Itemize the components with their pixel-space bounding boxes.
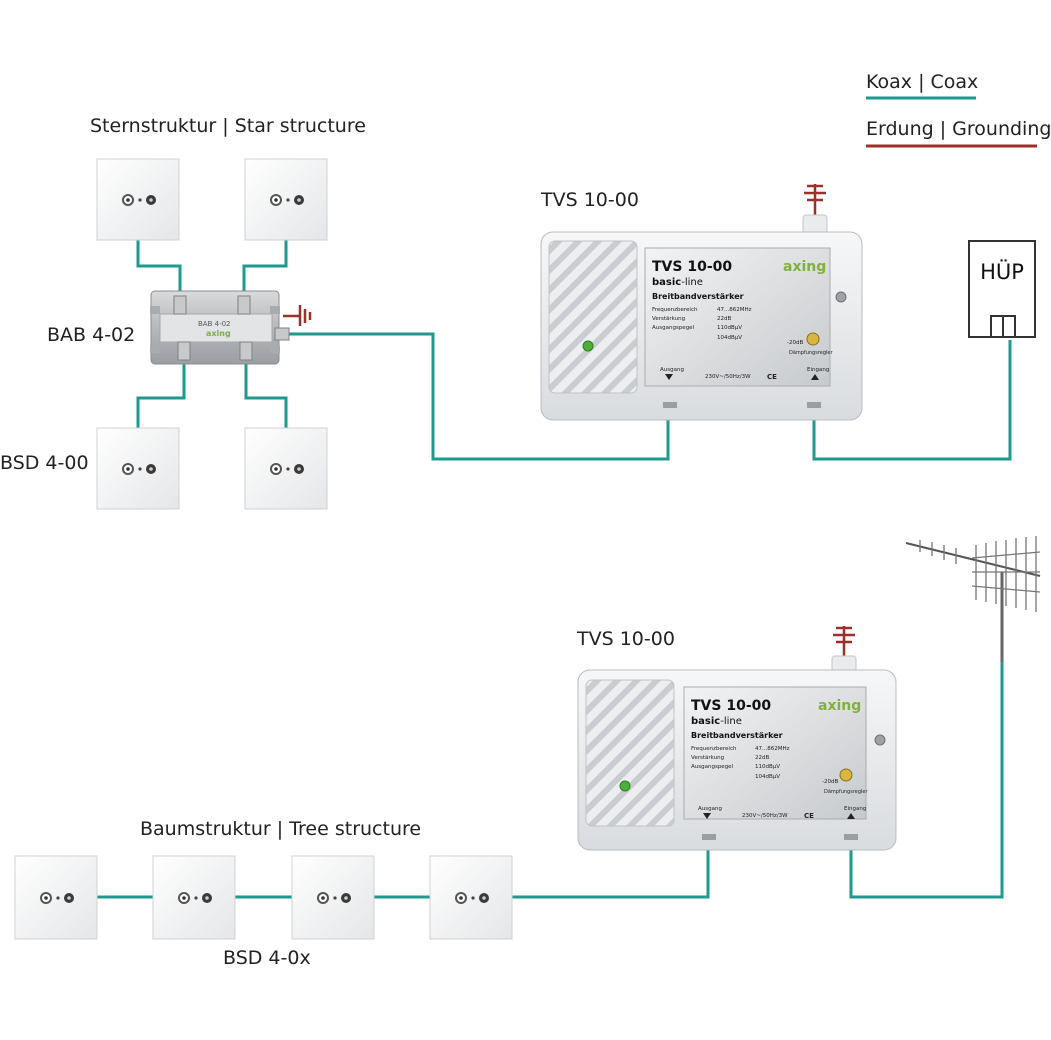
amp-attenuation: -20dB	[822, 779, 838, 785]
amp-output-label: Ausgang	[698, 806, 722, 812]
amp-spec-table: Frequenzbereich 47...862MHz Verstärkung …	[652, 307, 752, 341]
star-socket-label: BSD 4-00	[0, 452, 89, 474]
amp-bottom-label: TVS 10-00	[577, 628, 675, 650]
amp-model: TVS 10-00	[652, 259, 732, 275]
coax-star-bl	[136, 354, 186, 428]
coax-cables	[97, 240, 1012, 899]
amp-attenuation: -20dB	[787, 340, 803, 346]
coax-star-br	[244, 354, 288, 428]
tree-socket-label: BSD 4-0x	[223, 947, 311, 969]
power-led	[582, 340, 594, 352]
amp-input-label: Eingang	[807, 367, 829, 373]
coax-star-tr	[242, 240, 288, 300]
amp-model: TVS 10-00	[691, 698, 771, 714]
splitter-type-print: BAB 4-02	[198, 320, 231, 328]
socket-star-top-right	[244, 158, 328, 241]
coax-splitter-to-amp	[287, 332, 670, 461]
spec-name: Ausgangspegel	[652, 325, 695, 331]
spec-value: 110dBµV	[717, 325, 742, 331]
amp-type: Breitbandverstärker	[691, 731, 783, 740]
splitter-port-out2	[237, 295, 251, 315]
amp-power: 230V~/50Hz/3W	[742, 813, 788, 819]
socket-tree-4	[429, 855, 513, 940]
huep-label: HÜP	[980, 259, 1024, 284]
huep-box: HÜP	[968, 240, 1036, 338]
amp-line: basic-line	[691, 716, 742, 727]
ground-symbol-amp-top	[804, 184, 826, 216]
coax-amp-to-antenna	[849, 662, 1004, 899]
socket-star-top-left	[96, 158, 180, 241]
amp-label-panel	[644, 247, 831, 387]
mount-screw	[835, 291, 847, 303]
vent-grille	[548, 240, 638, 394]
spec-name: Ausgangspegel	[691, 764, 734, 770]
amp-attenuation-label: Dämpfungsregler	[789, 350, 833, 356]
amp-brand: axing	[783, 259, 826, 275]
spec-name: Frequenzbereich	[652, 307, 698, 313]
amp-power: 230V~/50Hz/3W	[705, 374, 751, 380]
spec-value: 22dB	[755, 755, 769, 761]
splitter-port-out1	[173, 295, 187, 315]
splitter-bab: BAB 4-02 axing	[150, 290, 290, 365]
coax-amp-to-huep	[812, 340, 1012, 461]
amp-type: Breitbandverstärker	[652, 292, 744, 301]
amp-line: basic-line	[652, 277, 703, 288]
socket-tree-1	[14, 855, 98, 940]
amp-input-label: Eingang	[844, 806, 866, 812]
socket-star-bottom-right	[244, 427, 328, 510]
spec-name: Verstärkung	[691, 755, 724, 761]
tree-structure-title: Baumstruktur | Tree structure	[140, 818, 422, 840]
spec-value: 110dBµV	[755, 764, 780, 770]
coax-star-tl	[136, 240, 182, 300]
spec-value: 47...862MHz	[717, 307, 752, 313]
splitter-port-out3	[177, 341, 191, 361]
spec-value: 104dBµV	[755, 774, 780, 780]
amp-top-label: TVS 10-00	[541, 189, 639, 211]
amp-ce: CE	[767, 373, 777, 381]
amp-ce: CE	[804, 812, 814, 820]
amplifier-top: TVS 10-00 axing basic-line Breitbandvers…	[540, 214, 863, 421]
amp-output-label: Ausgang	[660, 367, 684, 373]
splitter-brand: axing	[206, 329, 231, 338]
spec-value: 22dB	[717, 316, 731, 322]
ground-symbol-amp-bottom	[833, 626, 855, 656]
star-structure-title: Sternstruktur | Star structure	[90, 115, 366, 137]
coax-tree-to-amp	[512, 842, 710, 899]
socket-tree-3	[291, 855, 375, 940]
attenuation-knob	[806, 332, 820, 346]
antenna-icon	[905, 536, 1041, 662]
splitter-port-in	[274, 327, 290, 341]
amp-spec-table: Frequenzbereich 47...862MHz Verstärkung …	[691, 746, 790, 780]
splitter-label: BAB 4-02	[47, 324, 136, 346]
socket-tree-2	[152, 855, 236, 940]
amp-attenuation-label: Dämpfungsregler	[824, 789, 868, 795]
spec-name: Verstärkung	[652, 316, 685, 322]
legend-ground-label: Erdung | Grounding	[866, 118, 1051, 140]
spec-value: 104dBµV	[717, 335, 742, 341]
legend-coax-label: Koax | Coax	[866, 71, 979, 93]
spec-value: 47...862MHz	[755, 746, 790, 752]
splitter-port-out4	[239, 341, 253, 361]
ground-symbol-splitter	[283, 305, 312, 326]
spec-name: Frequenzbereich	[691, 746, 737, 752]
amp-brand: axing	[818, 698, 861, 714]
socket-star-bottom-left	[96, 427, 180, 510]
amplifier-bottom: TVS 10-00 axing basic-line Breitbandvers…	[577, 655, 897, 851]
